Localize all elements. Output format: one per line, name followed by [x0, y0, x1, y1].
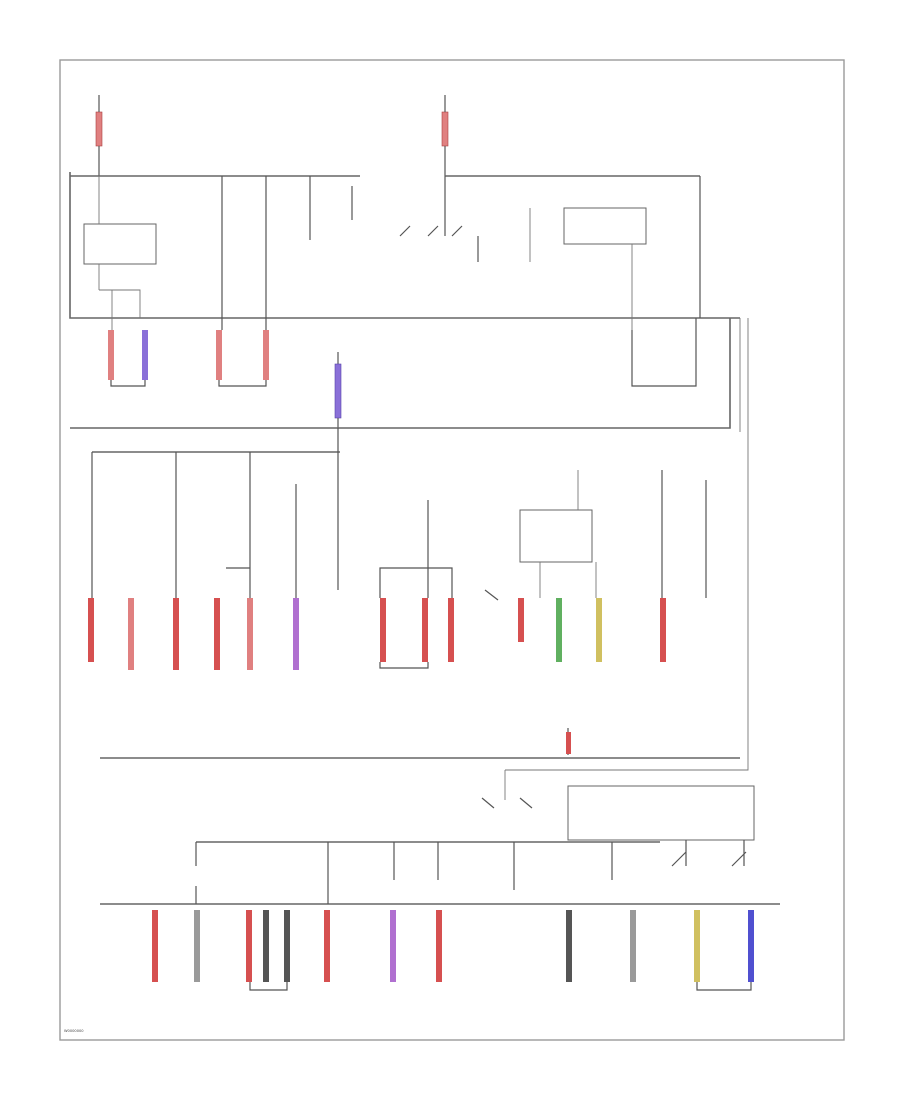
top-bus	[69, 172, 740, 319]
top-right-relay	[563, 207, 647, 245]
middle-main-fuse	[334, 363, 342, 419]
top-left-relay	[83, 223, 157, 265]
top-left-fuse	[95, 111, 103, 147]
middle-right-relay	[519, 509, 593, 563]
middle-bus	[70, 318, 731, 429]
diagram-frame	[59, 59, 845, 1041]
bottom-relay	[567, 785, 755, 841]
footer-code: W0000000	[64, 1029, 84, 1033]
top-center-fuse	[441, 111, 449, 147]
